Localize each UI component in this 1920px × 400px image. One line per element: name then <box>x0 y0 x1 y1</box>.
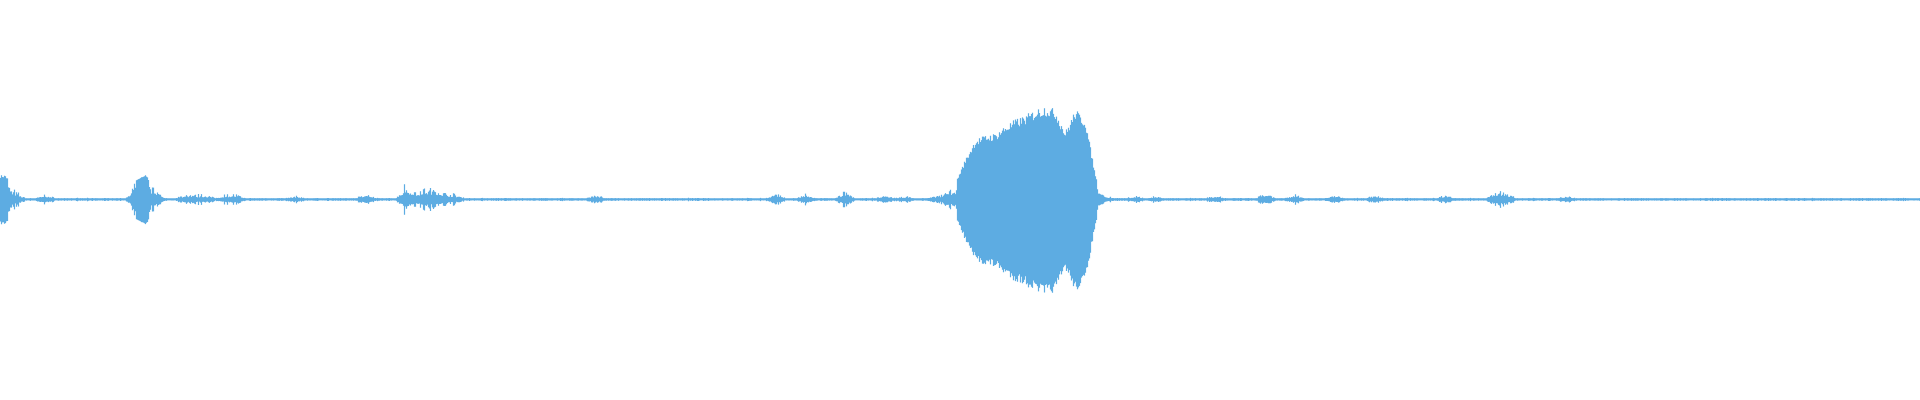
waveform-bars <box>0 108 1920 293</box>
waveform-amplitude-path <box>0 108 1920 293</box>
